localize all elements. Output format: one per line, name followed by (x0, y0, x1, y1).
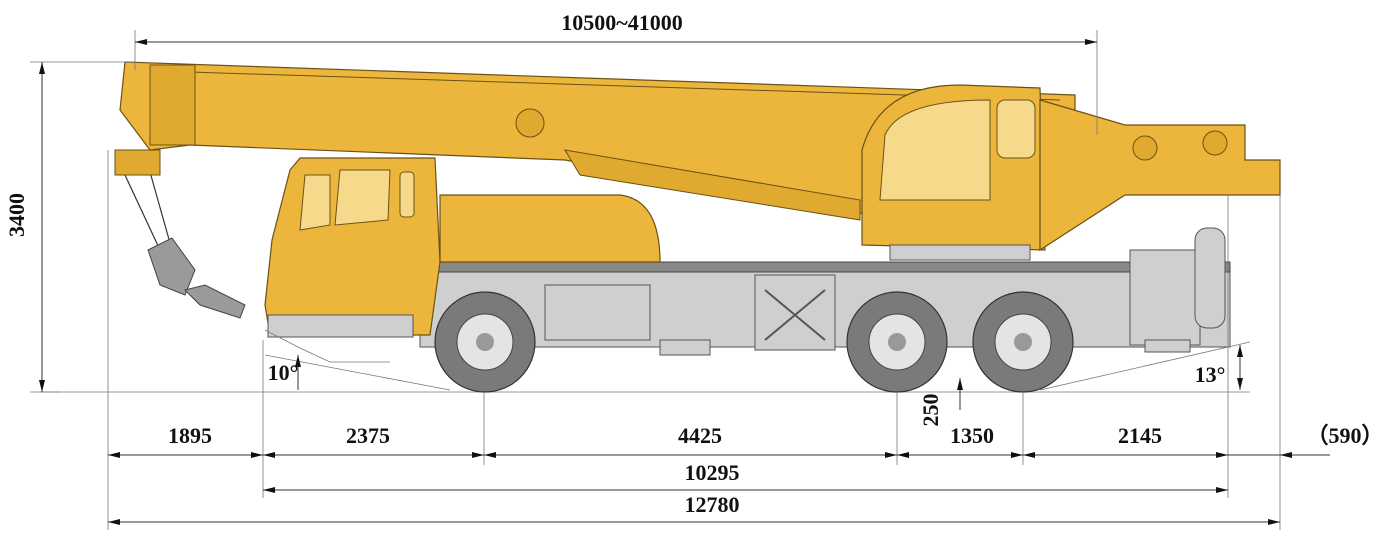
wheel-1 (434, 291, 536, 393)
boom-head (149, 64, 196, 146)
wheelbase-1-label: 2375 (346, 423, 390, 448)
hook (184, 284, 246, 319)
chassis-length-label: 10295 (685, 460, 740, 485)
overall-height-label: 3400 (4, 193, 29, 237)
wheel-2 (846, 291, 948, 393)
dimension-lines (30, 30, 1330, 530)
approach-angle-label: 10° (268, 360, 299, 385)
wheelbase-3-label: 1350 (950, 423, 994, 448)
wheel-3 (972, 291, 1074, 393)
hook-block (147, 237, 196, 296)
wheelbase-2-label: 4425 (678, 423, 722, 448)
cab-window-front (299, 174, 331, 231)
overall-length-label: 12780 (685, 492, 740, 517)
counterweight (1039, 99, 1281, 252)
chassis-rail (429, 261, 1231, 273)
slewing-ring (889, 244, 1031, 261)
counterweight-extension-label: （590） (1306, 423, 1383, 448)
luffing-cylinder (564, 149, 861, 221)
superstructure-housing (439, 194, 661, 263)
boom-length-label: 10500~41000 (561, 10, 682, 35)
front-bumper (267, 314, 414, 338)
rear-outrigger (1129, 249, 1201, 346)
fuel-tank (544, 284, 651, 341)
spare-wheel (1194, 227, 1226, 329)
operator-cab-window (879, 99, 991, 201)
crane-illustration (40, 61, 1281, 393)
rear-overhang-label: 2145 (1118, 423, 1162, 448)
cab-window-side (334, 169, 391, 226)
front-overhang-label: 1895 (168, 423, 212, 448)
hoist-rope (124, 174, 161, 251)
ground-clearance-label: 250 (918, 394, 943, 427)
boom-head-sheave (114, 149, 161, 176)
departure-angle-label: 13° (1195, 362, 1226, 387)
